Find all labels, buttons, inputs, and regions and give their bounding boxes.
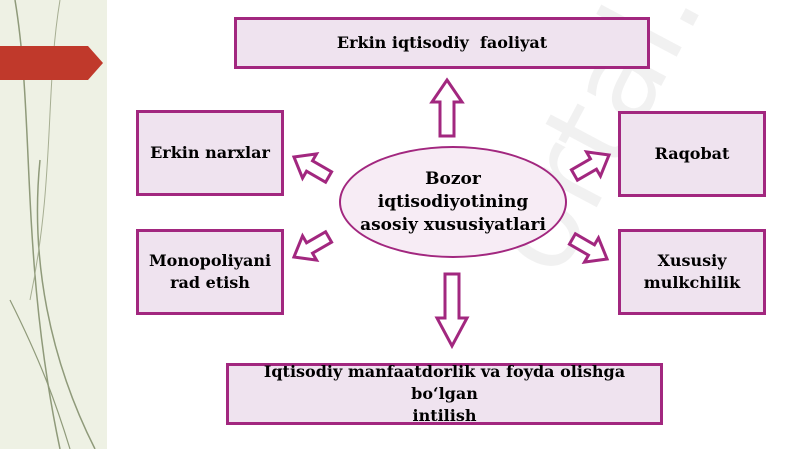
arrow-right-top (569, 149, 612, 183)
box-left-bottom: Monopoliyani rad etish (136, 229, 284, 315)
box-bottom-line-2: intilish (412, 406, 477, 425)
arrow-left-bottom (291, 229, 334, 263)
center-line-3: asosiy xususiyatlari (360, 214, 546, 235)
box-bottom-line-1: Iqtisodiy manfaatdorlik va foyda olishga… (263, 362, 626, 403)
box-right-top-label: Raqobat (654, 144, 730, 163)
arrow-left-top (291, 151, 334, 185)
accent-tab (0, 46, 103, 80)
center-ellipse: Bozor iqtisodiyotining asosiy xususiyatl… (339, 146, 567, 258)
box-right-bottom: Xususiy mulkchilik (618, 229, 766, 315)
box-right-bottom-line-2: mulkchilik (643, 273, 741, 292)
box-left-top: Erkin narxlar (136, 110, 284, 196)
box-left-top-label: Erkin narxlar (150, 143, 270, 162)
box-top-label: Erkin iqtisodiy faoliyat (336, 33, 548, 52)
arrow-up (429, 77, 465, 138)
center-line-1: Bozor (425, 168, 481, 189)
box-left-bottom-line-1: Monopoliyani (148, 251, 272, 270)
arrow-right-bottom (567, 231, 610, 265)
arrow-down (434, 272, 470, 350)
box-right-top: Raqobat (618, 111, 766, 197)
box-left-bottom-line-2: rad etish (170, 273, 250, 292)
box-right-bottom-line-1: Xususiy (657, 251, 727, 270)
box-bottom: Iqtisodiy manfaatdorlik va foyda olishga… (226, 362, 663, 425)
box-top: Erkin iqtisodiy faoliyat (234, 17, 650, 69)
center-line-2: iqtisodiyotining (377, 191, 529, 212)
